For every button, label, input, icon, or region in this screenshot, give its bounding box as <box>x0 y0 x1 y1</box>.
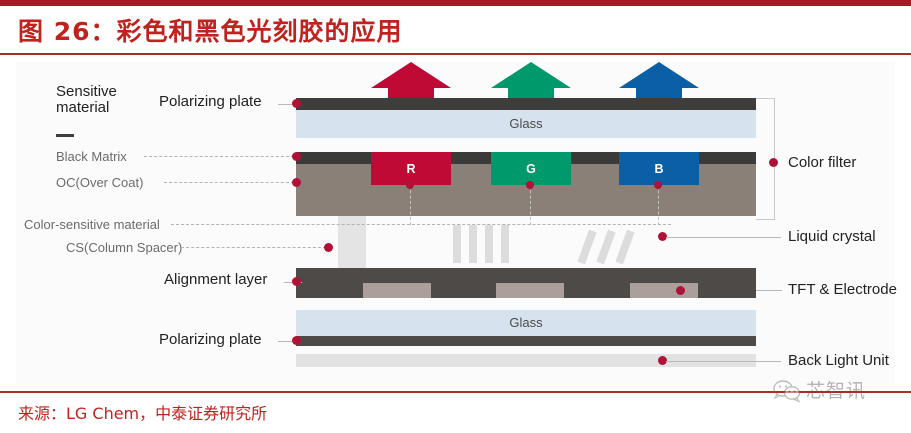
dot-filter-blue <box>654 181 662 189</box>
label-black-matrix: Black Matrix <box>56 149 127 164</box>
arrow-head-blue <box>619 62 699 88</box>
leader-liquid-crystal <box>666 237 781 238</box>
leader-tft-electrode <box>756 290 782 291</box>
layer-back-light-unit <box>296 354 756 367</box>
dot-tft-electrode <box>676 286 685 295</box>
dot-alignment-layer <box>292 277 301 286</box>
label-alignment-layer: Alignment layer <box>164 271 268 288</box>
top-rule <box>0 0 911 6</box>
dot-color-filter <box>769 158 778 167</box>
sensitive-material-line1: Sensitive <box>56 83 117 100</box>
label-cs-column-spacer: CS(Column Spacer) <box>66 240 183 255</box>
lc-vertical-bar-1 <box>453 225 461 263</box>
layer-polarizing-plate-bottom <box>296 336 756 346</box>
leader-cs-column-spacer <box>181 247 326 248</box>
watermark: 芯智讯 <box>772 375 904 407</box>
dropline-green <box>530 185 531 225</box>
dot-filter-green <box>526 181 534 189</box>
color-filter-green-label: G <box>526 161 536 176</box>
dot-black-matrix <box>292 152 301 161</box>
watermark-text: 芯智讯 <box>806 380 867 402</box>
label-polarizing-plate-top: Polarizing plate <box>159 93 262 110</box>
label-oc-over-coat: OC(Over Coat) <box>56 175 144 190</box>
title-divider <box>0 53 911 55</box>
lc-vertical-bar-2 <box>469 225 477 263</box>
leader-oc-over-coat <box>164 182 294 183</box>
label-sensitive-material: Sensitive material <box>56 84 117 116</box>
dot-back-light-unit <box>658 356 667 365</box>
footer-divider <box>0 391 911 393</box>
glass-top-label: Glass <box>509 116 543 131</box>
dot-cs-column-spacer <box>324 243 333 252</box>
glass-bottom-label: Glass <box>509 315 543 330</box>
label-tft-electrode: TFT & Electrode <box>788 281 897 298</box>
lcd-stack-diagram: Glass R G B Glass Sensitive mat <box>16 62 897 384</box>
dot-filter-red <box>406 181 414 189</box>
sensitive-material-line2: material <box>56 99 110 116</box>
page-title: 图 26：彩色和黑色光刻胶的应用 <box>18 17 403 46</box>
lc-tilted-bar-3 <box>615 229 635 265</box>
electrode-block-2 <box>496 283 564 298</box>
arrow-head-green <box>491 62 571 88</box>
layer-polarizing-plate-top <box>296 98 756 110</box>
leader-polarizing-plate-bottom <box>278 341 300 342</box>
layer-glass-bottom: Glass <box>296 310 756 336</box>
label-back-light-unit: Back Light Unit <box>788 352 889 369</box>
arrow-head-red <box>371 62 451 88</box>
color-filter-green: G <box>491 152 571 185</box>
electrode-block-1 <box>363 283 431 298</box>
leader-color-sensitive-material <box>171 224 671 225</box>
dot-liquid-crystal <box>658 232 667 241</box>
dot-polarizing-plate-top <box>292 99 301 108</box>
label-color-sensitive-material: Color-sensitive material <box>24 217 160 232</box>
lc-vertical-bar-4 <box>501 225 509 263</box>
color-filter-blue: B <box>619 152 699 185</box>
leader-back-light-unit <box>666 361 781 362</box>
dropline-red <box>410 185 411 225</box>
leader-polarizing-plate-top <box>278 104 300 105</box>
label-polarizing-plate-bottom: Polarizing plate <box>159 331 262 348</box>
lc-tilted-bar-2 <box>596 229 616 265</box>
label-liquid-crystal: Liquid crystal <box>788 228 876 245</box>
dropline-blue <box>658 185 659 225</box>
dot-oc-over-coat <box>292 178 301 187</box>
color-filter-blue-label: B <box>654 161 664 176</box>
lc-tilted-bar-1 <box>577 229 597 265</box>
leader-black-matrix <box>144 156 294 157</box>
electrode-block-3 <box>630 283 698 298</box>
layer-glass-top: Glass <box>296 110 756 138</box>
color-filter-red: R <box>371 152 451 185</box>
dot-polarizing-plate-bottom <box>292 336 301 345</box>
color-filter-red-label: R <box>406 161 416 176</box>
source-note: 来源：LG Chem，中泰证券研究所 <box>18 404 268 423</box>
lc-vertical-bar-3 <box>485 225 493 263</box>
group-dash <box>56 134 74 137</box>
wechat-logo-icon <box>773 380 801 403</box>
label-color-filter: Color filter <box>788 154 857 171</box>
